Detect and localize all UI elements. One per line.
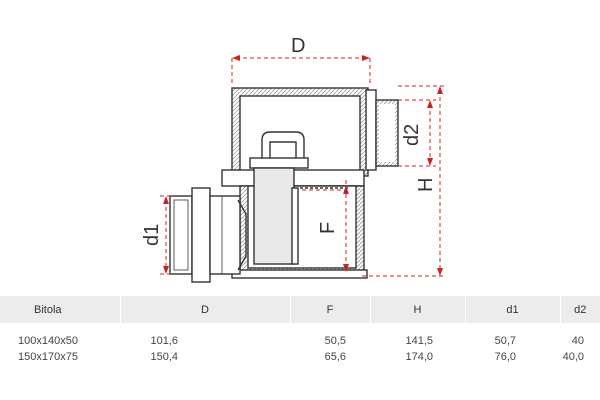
dim-line-d2 (398, 99, 436, 167)
dim-line-F (302, 180, 347, 270)
left-inlet (169, 187, 247, 283)
header-bitola: Bitola (0, 296, 121, 323)
cell-bitola: 100x140x50 (18, 335, 78, 347)
header-F: F (290, 296, 371, 323)
header-D: D (120, 296, 291, 323)
table-row: 100x140x50 101,6 50,5 141,5 50,7 40 (0, 323, 600, 349)
table-row: 150x170x75 150,4 65,6 174,0 76,0 40,0 (0, 349, 600, 365)
cell-F: 50,5 (324, 335, 346, 347)
technical-drawing: D H d2 F d1 (141, 35, 446, 283)
label-F: F (317, 222, 339, 234)
header-H: H (370, 296, 466, 323)
label-D: D (291, 35, 305, 57)
label-H: H (415, 178, 437, 192)
cell-D: 101,6 (150, 335, 178, 347)
inner-basket (249, 131, 350, 265)
cell-bitola: 150x170x75 (18, 351, 78, 363)
cell-d1: 50,7 (494, 335, 516, 347)
cell-F: 65,6 (324, 351, 346, 363)
cell-H: 141,5 (405, 335, 433, 347)
header-d2: d2 (560, 296, 600, 323)
specifications-table: Bitola D F H d1 d2 100x140x50 101,6 50,5… (0, 296, 600, 365)
label-d1: d1 (141, 224, 163, 246)
side-outlet (365, 89, 399, 171)
header-d1: d1 (465, 296, 561, 323)
dim-line-d1 (160, 195, 174, 275)
dimension-lines (160, 55, 446, 277)
dim-line-H (362, 85, 446, 277)
cell-d2: 40,0 (562, 351, 584, 363)
cell-D: 150,4 (150, 351, 178, 363)
cell-d2: 40 (571, 335, 584, 347)
cell-d1: 76,0 (494, 351, 516, 363)
dim-line-D (231, 57, 371, 86)
cell-H: 174,0 (405, 351, 433, 363)
label-d2: d2 (401, 124, 423, 146)
table-header-row: Bitola D F H d1 d2 (0, 296, 600, 323)
